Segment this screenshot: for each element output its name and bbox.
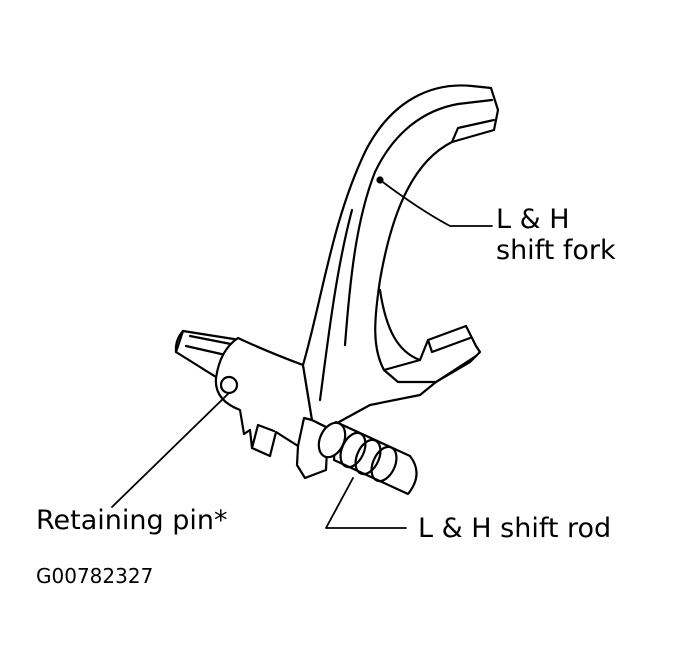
retaining-pin-leader [111,392,230,508]
retaining-pin-hole [219,375,239,395]
shift-fork-leader [379,179,493,227]
shift-fork-label-line1: L & H [496,204,570,235]
shift-fork-label-line2: shift fork [496,235,616,267]
shift-fork-label: L & H shift fork [496,204,616,266]
shift-rod-label: L & H shift rod [418,513,612,544]
figure-id: G00782327 [36,564,154,588]
retaining-pin-label: Retaining pin* [36,505,228,536]
fork-hub [214,336,330,480]
shift-rod [317,420,418,496]
fork-arm [301,84,500,430]
shift-rod-leader [325,477,407,529]
